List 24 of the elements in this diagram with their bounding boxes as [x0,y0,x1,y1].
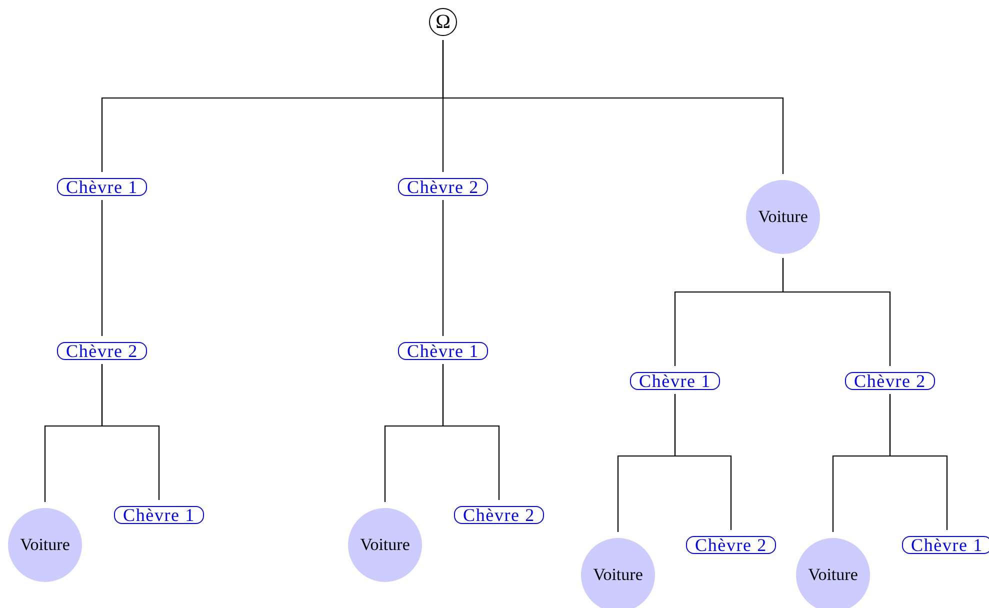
outcome-label-box: Chèvre 2 [57,342,147,360]
outcome-label-box: Chèvre 1 [398,342,488,360]
outcome-circle: Voiture [796,538,870,608]
outcome-label-box: Chèvre 2 [454,506,544,524]
outcome-circle: Voiture [348,508,422,582]
tree-branch-line [101,200,103,336]
outcome-label-box: Chèvre 2 [845,372,935,390]
tree-branch-line [889,394,948,530]
tree-branch-line [782,258,891,366]
outcome-circle: Voiture [581,538,655,608]
tree-branch-line [442,200,444,336]
tree-branch-line [442,364,500,500]
outcome-label-box: Chèvre 2 [398,178,488,196]
outcome-circle: Voiture [746,180,820,254]
tree-branch-line [101,364,160,500]
tree-branch-line [674,394,732,530]
outcome-label-box: Chèvre 1 [57,178,147,196]
outcome-label-box: Chèvre 1 [114,506,204,524]
outcome-label-box: Chèvre 1 [902,536,989,554]
root-circle: Ω [429,8,457,36]
tree-branch-line [442,40,784,174]
outcome-circle: Voiture [8,508,82,582]
outcome-label-box: Chèvre 2 [686,536,776,554]
outcome-label-box: Chèvre 1 [630,372,720,390]
